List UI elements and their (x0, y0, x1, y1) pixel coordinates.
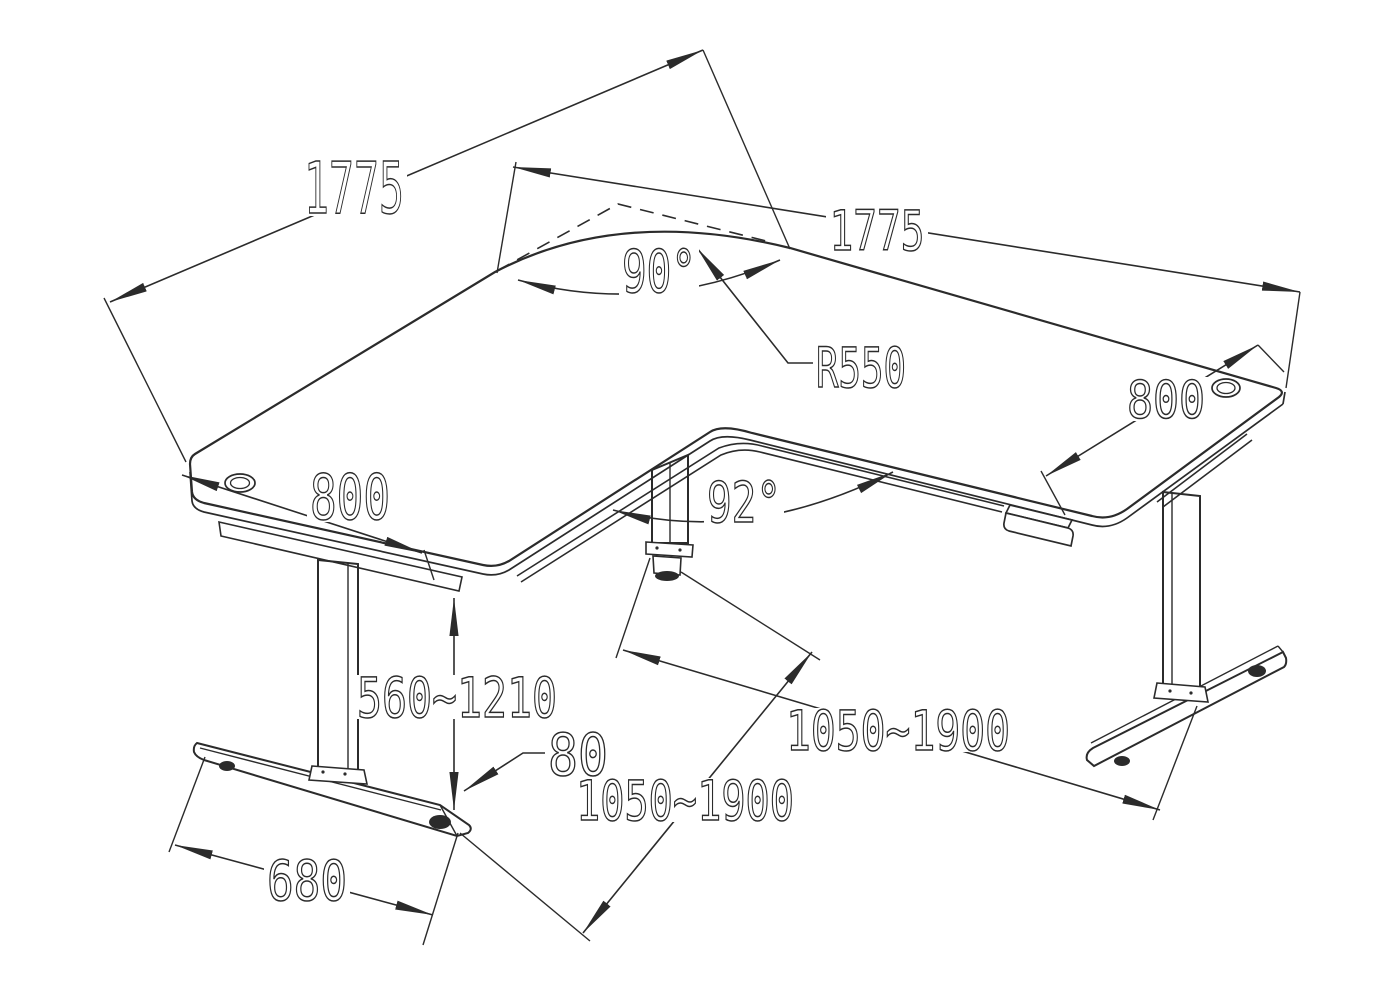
dim-680-label: 680 (267, 849, 347, 913)
corner-foot-glide (655, 571, 679, 581)
dim-height-label: 560~1210 (357, 666, 557, 730)
dim-span-right-label: 1050~1900 (786, 699, 1010, 763)
dim-92deg-label: 92° (707, 471, 781, 536)
left-lifting-column (308, 558, 369, 785)
dim-r550-label: R550 (816, 336, 906, 400)
dim-80-label: 80 (548, 721, 608, 789)
dimension-labels: 1775 1775 90° R550 800 800 92° 560~1210 … (266, 146, 1206, 914)
left-foot-front-glide (429, 815, 451, 829)
dim-800-left-line (181, 474, 423, 554)
height-control-pad (1003, 504, 1074, 548)
left-foot-rear-glide (219, 761, 235, 771)
label-masks (264, 158, 1208, 902)
dim-800-left-label: 800 (310, 461, 390, 534)
right-foot-rear-glide (1248, 665, 1266, 677)
right-lifting-column (1153, 490, 1209, 703)
dim80-leader (463, 752, 548, 792)
dim-90deg-label: 90° (622, 237, 696, 306)
right-foot-front-glide (1114, 756, 1130, 766)
dim-800-right-label: 800 (1127, 371, 1205, 431)
dim-span-left-label: 1050~1900 (576, 769, 794, 833)
dim-1775-left-label: 1775 (304, 147, 404, 230)
dim-1775-right-label: 1775 (830, 199, 925, 263)
